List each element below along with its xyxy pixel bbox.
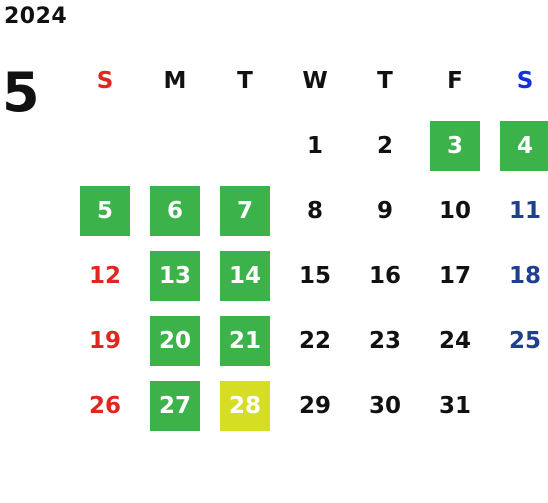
day-cell[interactable]: 10 <box>420 178 490 243</box>
day-number: 23 <box>368 327 401 354</box>
weekday-header: M <box>163 67 187 94</box>
day-cell[interactable]: 29 <box>280 373 350 438</box>
holiday-day-number: 5 <box>80 185 130 236</box>
day-number: 8 <box>306 197 323 224</box>
day-number: 22 <box>298 327 331 354</box>
day-cell[interactable]: 5 <box>70 178 140 243</box>
weekday-header: T <box>237 67 253 94</box>
day-cell[interactable]: 16 <box>350 243 420 308</box>
day-number <box>80 121 130 171</box>
weekday-header: W <box>302 67 328 94</box>
day-cell[interactable]: 22 <box>280 308 350 373</box>
day-cell[interactable]: 17 <box>420 243 490 308</box>
day-number: 30 <box>368 392 401 419</box>
day-number: 29 <box>298 392 331 419</box>
month-label: 5 <box>2 61 40 124</box>
holiday-day-number: 3 <box>430 120 480 171</box>
day-cell[interactable]: 11 <box>490 178 548 243</box>
day-cell[interactable]: 18 <box>490 243 548 308</box>
day-number: 31 <box>438 392 471 419</box>
empty-day-cell <box>70 113 140 178</box>
day-cell[interactable]: 25 <box>490 308 548 373</box>
day-number <box>150 121 200 171</box>
day-number: 2 <box>376 132 393 159</box>
day-cell[interactable]: 14 <box>210 243 280 308</box>
holiday-day-number: 27 <box>150 380 200 431</box>
day-number: 19 <box>88 327 121 354</box>
day-cell[interactable]: 15 <box>280 243 350 308</box>
day-cell[interactable]: 20 <box>140 308 210 373</box>
day-number: 17 <box>438 262 471 289</box>
day-number: 25 <box>508 327 541 354</box>
day-number: 9 <box>376 197 393 224</box>
day-cell[interactable]: 26 <box>70 373 140 438</box>
day-number <box>500 381 548 431</box>
day-number: 26 <box>88 392 121 419</box>
weekday-header: S <box>96 67 114 94</box>
day-cell[interactable]: 13 <box>140 243 210 308</box>
day-cell[interactable]: 12 <box>70 243 140 308</box>
day-cell[interactable]: 19 <box>70 308 140 373</box>
day-cell[interactable]: 8 <box>280 178 350 243</box>
day-cell[interactable]: 9 <box>350 178 420 243</box>
day-number: 11 <box>508 197 541 224</box>
holiday-day-number: 20 <box>150 315 200 366</box>
day-number: 16 <box>368 262 401 289</box>
weekday-header: F <box>447 67 463 94</box>
day-cell[interactable]: 6 <box>140 178 210 243</box>
day-cell[interactable]: 28 <box>210 373 280 438</box>
weekday-header: S <box>516 67 534 94</box>
day-cell[interactable]: 1 <box>280 113 350 178</box>
day-cell[interactable]: 31 <box>420 373 490 438</box>
day-number: 12 <box>88 262 121 289</box>
year-label: 2024 <box>4 4 68 29</box>
day-cell[interactable]: 21 <box>210 308 280 373</box>
day-cell[interactable]: 4 <box>490 113 548 178</box>
day-cell[interactable]: 23 <box>350 308 420 373</box>
empty-day-cell <box>140 113 210 178</box>
day-number: 18 <box>508 262 541 289</box>
weekday-header: T <box>377 67 393 94</box>
empty-day-cell <box>210 113 280 178</box>
empty-day-cell <box>490 373 548 438</box>
holiday-day-number: 6 <box>150 185 200 236</box>
holiday-day-number: 21 <box>220 315 270 366</box>
day-number <box>220 121 270 171</box>
day-cell[interactable]: 30 <box>350 373 420 438</box>
holiday-day-number: 14 <box>220 250 270 301</box>
day-cell[interactable]: 7 <box>210 178 280 243</box>
day-number: 10 <box>438 197 471 224</box>
day-number: 15 <box>298 262 331 289</box>
day-cell[interactable]: 3 <box>420 113 490 178</box>
day-cell[interactable]: 24 <box>420 308 490 373</box>
today-day-number: 28 <box>220 380 270 431</box>
day-cell[interactable]: 2 <box>350 113 420 178</box>
holiday-day-number: 13 <box>150 250 200 301</box>
holiday-day-number: 7 <box>220 185 270 236</box>
day-number: 1 <box>306 132 323 159</box>
day-cell[interactable]: 27 <box>140 373 210 438</box>
day-number: 24 <box>438 327 471 354</box>
holiday-day-number: 4 <box>500 120 548 171</box>
